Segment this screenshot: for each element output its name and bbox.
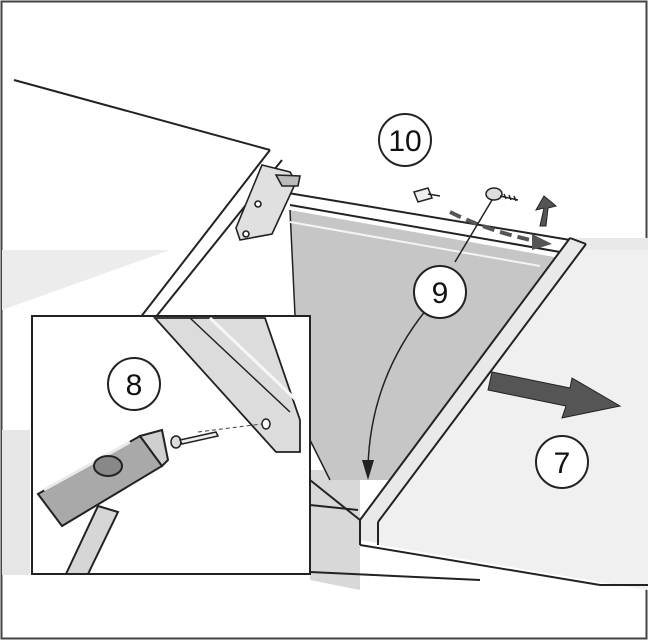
move-door-arrow	[487, 371, 622, 419]
hammer-icon	[36, 428, 170, 575]
callout-10-label: 10	[388, 125, 421, 158]
callout-9: 9	[413, 265, 467, 319]
callout-7: 7	[535, 435, 589, 489]
callout-9-leaders	[367, 199, 493, 469]
callout-9-label: 9	[432, 277, 449, 310]
lift-cap-arrow	[534, 195, 558, 227]
callout-10: 10	[378, 113, 432, 167]
remove-screw-arrow	[449, 210, 541, 244]
screw-icon	[485, 187, 519, 202]
callout-9-arrowhead	[362, 460, 374, 480]
callout-8: 8	[107, 357, 161, 411]
callout-7-label: 7	[554, 447, 571, 480]
background-shading	[2, 250, 360, 590]
cabinet-opening	[290, 210, 560, 480]
floor-lines	[309, 479, 481, 581]
callout-8-label: 8	[126, 369, 143, 402]
cabinet-door	[359, 237, 648, 590]
hinge-bracket	[235, 164, 301, 241]
nail-icon	[170, 431, 220, 449]
cover-cap-icon	[412, 187, 441, 203]
